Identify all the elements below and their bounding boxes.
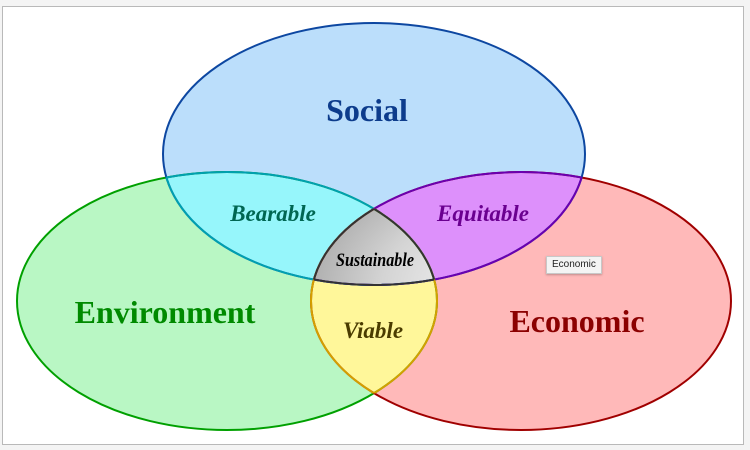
bearable-outline <box>163 171 438 285</box>
viable-outline <box>310 172 437 430</box>
equitable-label: Equitable <box>436 201 529 226</box>
viable-outline-2 <box>311 172 438 430</box>
sustainable-label: Sustainable <box>336 249 414 271</box>
social-label: Social <box>326 92 408 128</box>
viable-label: Viable <box>343 318 403 343</box>
equitable-outline <box>310 171 585 285</box>
hover-tooltip: Economic <box>546 256 602 274</box>
equitable-region[interactable] <box>311 172 731 430</box>
bearable-label: Bearable <box>229 201 316 226</box>
environment-label: Environment <box>75 294 256 330</box>
sustainable-outline-c <box>311 172 437 286</box>
economic-label: Economic <box>509 303 644 339</box>
bearable-region[interactable] <box>17 172 437 430</box>
